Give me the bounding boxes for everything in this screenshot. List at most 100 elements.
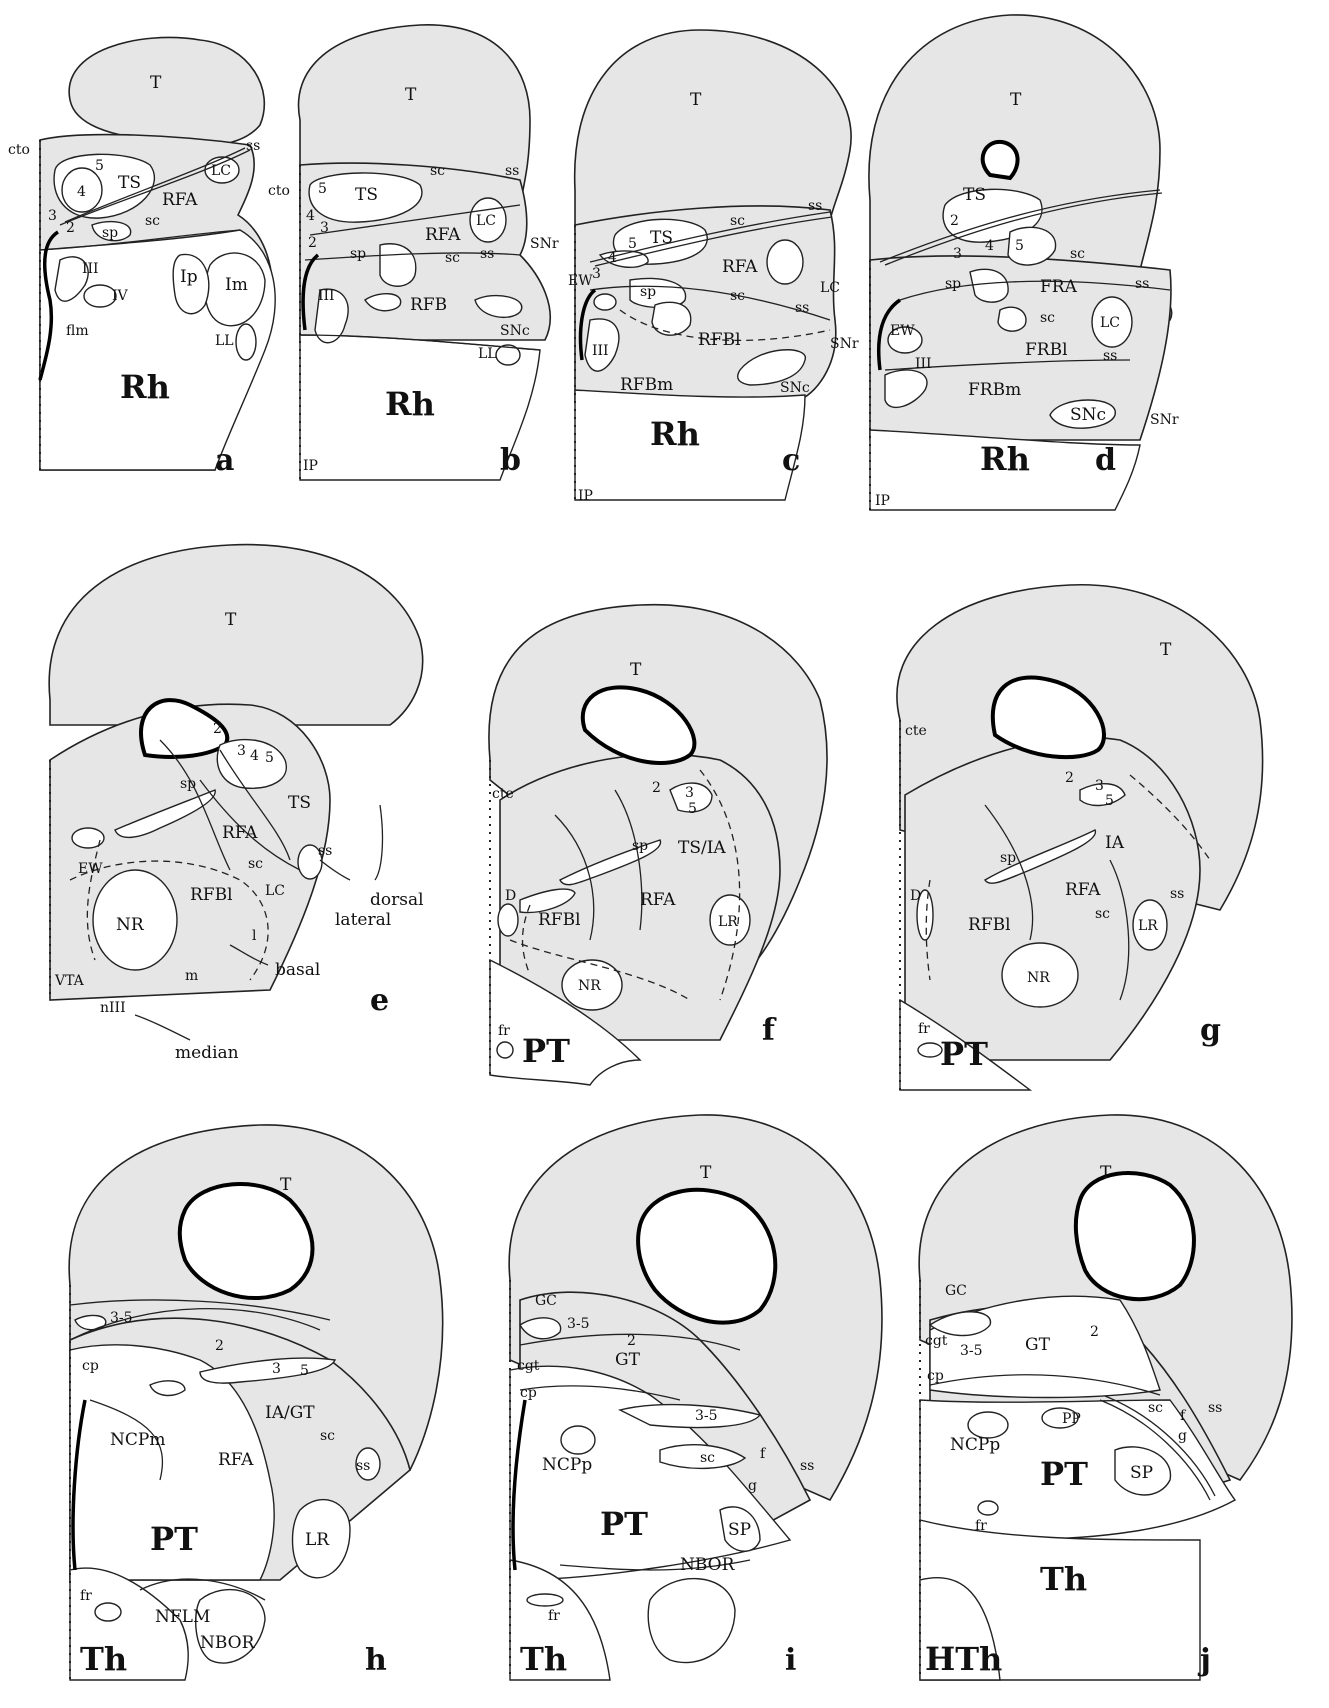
panel-d-label-16: FRBm [968, 380, 1021, 400]
panel-c-label-13: III [592, 343, 609, 359]
panel-j-label-6: cp [927, 1368, 944, 1384]
panel-j-label-5: 2 [1090, 1324, 1099, 1340]
panel-b-label-20: IP [303, 458, 318, 474]
panel-i-label-11: ss [800, 1458, 814, 1474]
panel-a-label-16: flm [66, 323, 89, 339]
panel-a-label-11: sp [102, 225, 118, 241]
panel-f-label-3: 3 [685, 785, 694, 801]
panel-b-label-8: 3 [320, 220, 329, 236]
panel-c-label-7: RFA [722, 257, 758, 277]
panel-c-label-15: SNr [830, 336, 859, 352]
panel-g-label-7: RFA [1065, 880, 1101, 900]
panel-d-label-0: T [1010, 90, 1022, 110]
panel-d-label-6: sc [1070, 246, 1085, 262]
panel-h-label-2: 2 [215, 1338, 224, 1354]
panel-b-label-15: III [318, 288, 335, 304]
panel-g-label-4: 5 [1105, 793, 1114, 809]
panel-b-label-3: ss [505, 163, 519, 179]
panel-d-label-5: 5 [1015, 238, 1024, 254]
panel-h-label-15: Th [80, 1640, 127, 1678]
panel-b-label-0: T [405, 85, 417, 105]
panel-i-label-6: cp [520, 1385, 537, 1401]
panel-j-label-0: T [1100, 1163, 1112, 1183]
panel-d-label-20: IP [875, 493, 890, 509]
panel-e-label-18: basal [275, 960, 320, 980]
panel-c-label-5: 4 [608, 250, 617, 266]
panel-i-label-2: 3-5 [567, 1316, 590, 1332]
panel-j-label-12: g [1178, 1428, 1187, 1444]
panel-g-label-13: NR [1027, 970, 1050, 986]
panel-e-dorsal-leader [375, 805, 382, 880]
panel-g-label-0: T [1160, 640, 1172, 660]
panel-h-label-1: 3-5 [110, 1310, 133, 1326]
panel-d-label-7: sp [945, 276, 961, 292]
panel-g-letter: g [1200, 1013, 1221, 1048]
panel-d-letter: d [1095, 443, 1116, 478]
panel-i-nbor [648, 1579, 735, 1663]
panel-f-fr [497, 1042, 513, 1058]
panel-f-label-6: TS/IA [678, 838, 726, 858]
panel-g-label-3: 3 [1095, 778, 1104, 794]
panel-i-label-9: sc [700, 1450, 715, 1466]
panel-c-lc [767, 240, 803, 284]
panel-g-label-12: LR [1138, 918, 1158, 934]
panel-g-label-15: PT [940, 1035, 988, 1073]
panel-g-fr [918, 1043, 942, 1057]
panel-h-label-10: ss [356, 1458, 370, 1474]
panel-h-fr [95, 1603, 121, 1621]
panel-h-label-3: 3 [272, 1361, 281, 1377]
panel-e-label-11: LC [265, 883, 285, 899]
panel-h-label-13: fr [80, 1588, 92, 1604]
panel-c-label-18: Rh [650, 415, 700, 453]
panel-e-label-3: 4 [250, 748, 259, 764]
panel-j-label-7: NCPp [950, 1435, 1000, 1455]
panel-d: T TS 2 3 4 5 sc sp FRA ss EW sc LC FRBl … [869, 15, 1179, 510]
panel-d-label-4: 4 [985, 238, 994, 254]
panel-i-label-7: 3-5 [695, 1408, 718, 1424]
panel-h-label-4: 5 [300, 1363, 309, 1379]
panel-h-label-16: NBOR [200, 1633, 256, 1653]
panel-h-label-0: T [280, 1175, 292, 1195]
panel-f-d [498, 904, 518, 936]
panel-c-label-11: sc [730, 288, 745, 304]
panel-i-label-17: Th [520, 1640, 567, 1678]
panel-j-label-9: sc [1148, 1400, 1163, 1416]
panel-e-label-0: T [225, 610, 237, 630]
panel-a-tectum [69, 38, 264, 147]
panel-a-label-4: TS [118, 173, 141, 193]
panel-g-label-14: fr [918, 1021, 930, 1037]
panel-d-frbl [998, 307, 1026, 331]
panel-c-letter: c [782, 443, 800, 478]
panel-a-letter: a [215, 443, 234, 478]
panel-a-label-18: Rh [120, 368, 170, 406]
panel-d-label-1: TS [963, 185, 986, 205]
panel-e-label-20: nIII [100, 1000, 126, 1016]
panel-h-label-14: NFLM [155, 1607, 210, 1627]
panel-c-label-4: TS [650, 228, 673, 248]
panel-c-label-17: SNc [780, 380, 810, 396]
panel-h-label-8: NCPm [110, 1430, 165, 1450]
panel-i-label-15: NBOR [680, 1555, 736, 1575]
panel-h-label-6: IA/GT [265, 1403, 315, 1423]
panel-e-median-leader [135, 1015, 190, 1040]
panel-b-label-6: LC [476, 213, 496, 229]
panel-e-label-1: 2 [213, 721, 222, 737]
panel-f-label-4: 5 [688, 801, 697, 817]
panel-c-label-6: 3 [592, 266, 601, 282]
panel-f-label-13: PT [522, 1032, 570, 1070]
panel-j-label-3: 3-5 [960, 1343, 983, 1359]
panel-g-label-2: 2 [1065, 770, 1074, 786]
panel-e-label-2: 3 [237, 743, 246, 759]
panel-e-label-7: RFA [222, 823, 258, 843]
panel-e: T 2 3 4 5 sp TS RFA ss EW sc LC dorsal N… [49, 545, 423, 1063]
panel-j-label-8: PP [1062, 1411, 1081, 1427]
panel-i-label-16: fr [548, 1608, 560, 1624]
panel-b-label-7: 4 [306, 208, 315, 224]
panel-d-label-14: III [915, 356, 932, 372]
panel-g-label-11: sc [1095, 906, 1110, 922]
panel-g-label-5: sp [1000, 850, 1016, 866]
panel-h-label-9: RFA [218, 1450, 254, 1470]
panel-i: T GC 3-5 2 cgt GT cp 3-5 NCPp sc f ss g … [509, 1115, 882, 1680]
panel-j-label-13: PT [1040, 1455, 1088, 1493]
panel-b-label-1: cto [268, 183, 290, 199]
